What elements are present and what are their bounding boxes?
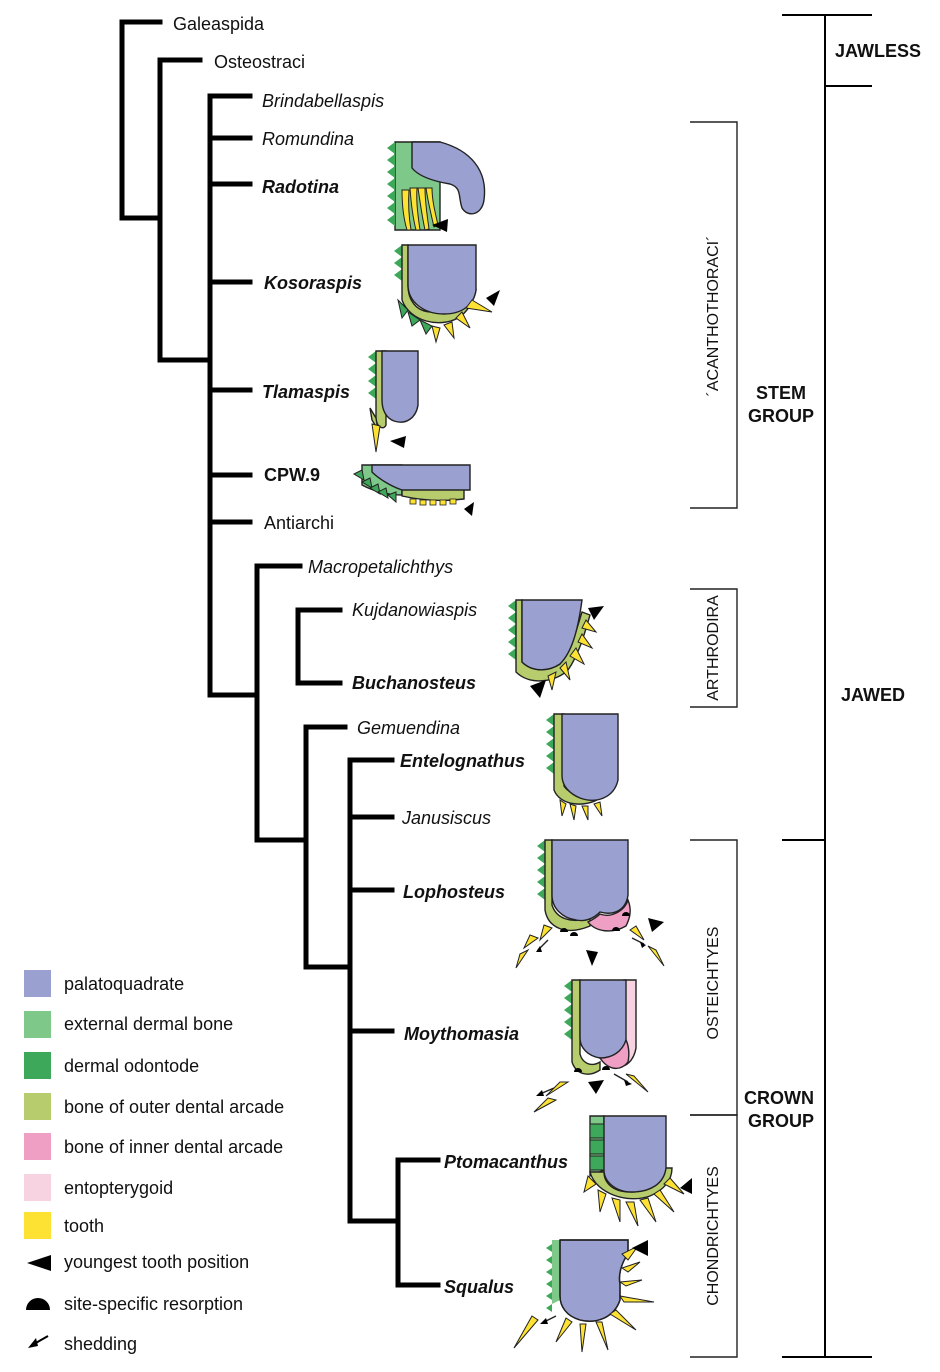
taxon-lophosteus: Lophosteus — [403, 882, 505, 902]
taxon-janusiscus: Janusiscus — [401, 808, 491, 828]
group-jawless: JAWLESS — [835, 41, 921, 61]
group-scale: JAWLESS JAWED STEM GROUP CROWN GROUP — [744, 14, 921, 1358]
taxon-squalus: Squalus — [444, 1277, 514, 1297]
jaw-diagram-kosoraspis — [394, 244, 500, 344]
legend-label-youngest-tooth: youngest tooth position — [64, 1252, 249, 1272]
arrowhead-icon — [27, 1255, 51, 1271]
legend-swatch-inner-arcade — [24, 1133, 51, 1160]
taxon-gemuendina: Gemuendina — [357, 718, 460, 738]
group-crown-line2: GROUP — [748, 1111, 814, 1131]
legend-label-external-dermal-bone: external dermal bone — [64, 1014, 233, 1034]
cladogram-tree — [119, 19, 441, 1288]
group-jawed: JAWED — [841, 685, 905, 705]
taxon-tlamaspis: Tlamaspis — [262, 382, 350, 402]
jaw-diagram-moythomasia — [533, 979, 649, 1113]
taxon-osteostraci: Osteostraci — [214, 52, 305, 72]
jaw-diagram-radotina — [387, 141, 486, 232]
legend-label-entopterygoid: entopterygoid — [64, 1178, 173, 1198]
legend-label-resorption: site-specific resorption — [64, 1294, 243, 1314]
jaw-diagram-ptomacanthus — [583, 1115, 692, 1227]
taxon-brindabellaspis: Brindabellaspis — [262, 91, 384, 111]
jaw-diagram-lophosteus — [515, 839, 665, 969]
taxon-ptomacanthus: Ptomacanthus — [444, 1152, 568, 1172]
legend-label-shedding: shedding — [64, 1334, 137, 1354]
legend-label-outer-arcade: bone of outer dental arcade — [64, 1097, 284, 1117]
group-stem-line2: GROUP — [748, 406, 814, 426]
legend-swatch-palatoquadrate — [24, 970, 51, 997]
semicircle-icon — [26, 1298, 50, 1310]
taxon-antiarchi: Antiarchi — [264, 513, 334, 533]
taxon-moythomasia: Moythomasia — [404, 1024, 519, 1044]
jaw-diagram-tlamaspis — [368, 350, 419, 453]
legend-swatch-entopterygoid — [24, 1174, 51, 1201]
taxon-buchanosteus: Buchanosteus — [352, 673, 476, 693]
taxon-romundina: Romundina — [262, 129, 354, 149]
taxon-macropetalichthys: Macropetalichthys — [308, 557, 453, 577]
taxon-kosoraspis: Kosoraspis — [264, 273, 362, 293]
taxon-kujdanowiaspis: Kujdanowiaspis — [352, 600, 477, 620]
legend-swatch-outer-arcade — [24, 1093, 51, 1120]
legend: palatoquadrate external dermal bone derm… — [24, 970, 284, 1354]
taxon-galeaspida: Galeaspida — [173, 14, 265, 34]
jaw-diagram-buchanosteus — [508, 599, 604, 698]
legend-swatch-external-dermal-bone — [24, 1011, 51, 1038]
legend-label-palatoquadrate: palatoquadrate — [64, 974, 184, 994]
bracket-osteichtyes: OSTEICHTYES — [705, 927, 722, 1040]
taxon-labels: Galeaspida Osteostraci Brindabellaspis R… — [173, 14, 568, 1297]
legend-label-tooth: tooth — [64, 1216, 104, 1236]
group-crown-line1: CROWN — [744, 1088, 814, 1108]
jaw-diagram-squalus — [513, 1239, 655, 1353]
group-stem-line1: STEM — [756, 383, 806, 403]
jaw-diagram-cpw9 — [352, 464, 474, 516]
bracket-chondrichtyes: CHONDRICHTYES — [705, 1166, 722, 1306]
bracket-acanthothoraci: ´ACANTHOTHORACI´ — [705, 236, 722, 397]
taxon-radotina: Radotina — [262, 177, 339, 197]
legend-label-dermal-odontode: dermal odontode — [64, 1056, 199, 1076]
clade-brackets: ´ACANTHOTHORACI´ ARTHRODIRA OSTEICHTYES … — [690, 121, 738, 1358]
legend-label-inner-arcade: bone of inner dental arcade — [64, 1137, 283, 1157]
legend-swatch-dermal-odontode — [24, 1052, 51, 1079]
taxon-cpw9: CPW.9 — [264, 465, 320, 485]
shedding-arrow-icon — [28, 1335, 49, 1348]
taxon-entelognathus: Entelognathus — [400, 751, 525, 771]
legend-swatch-tooth — [24, 1212, 51, 1239]
jaw-diagram-entelognathus — [546, 713, 619, 821]
bracket-arthrodira: ARTHRODIRA — [705, 595, 722, 701]
